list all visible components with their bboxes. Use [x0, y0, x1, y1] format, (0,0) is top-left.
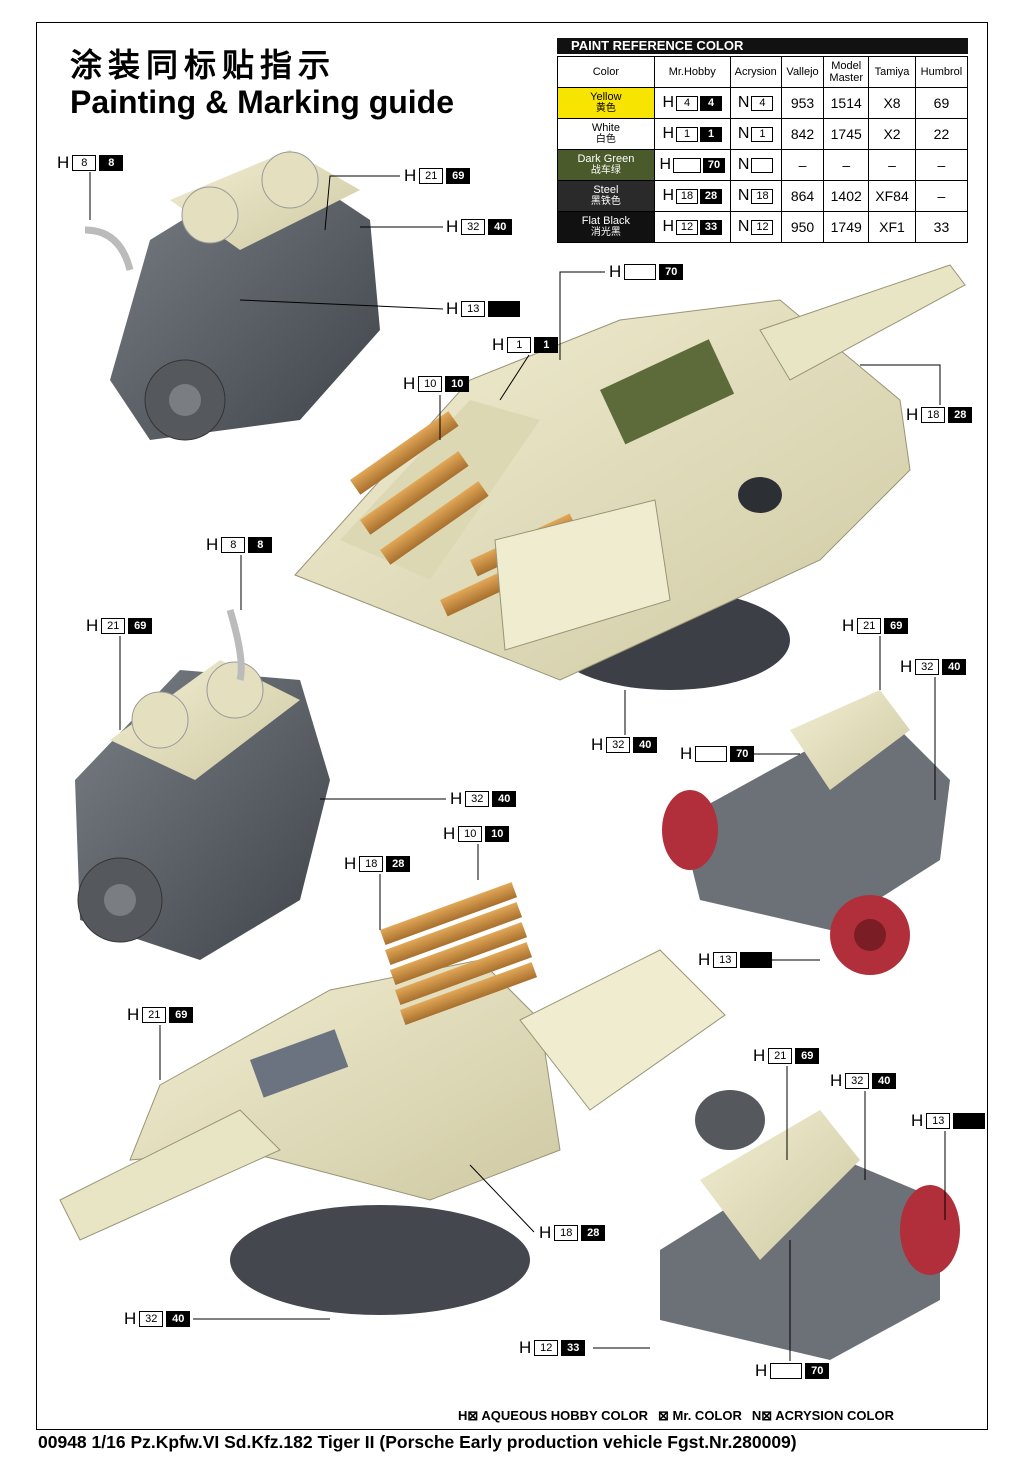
color-legend: H⊠ AQUEOUS HOBBY COLOR ⊠ Mr. COLOR N⊠ AC…: [458, 1408, 894, 1424]
engine-top-left: [84, 150, 380, 441]
paint-table-heading: PAINT REFERENCE COLOR: [557, 38, 968, 54]
legend-mr-color: ⊠ Mr. COLOR: [658, 1408, 742, 1423]
color-name-cn: 黄色: [595, 103, 616, 114]
mrhobby-mrcolor-code: 28: [700, 188, 723, 204]
model-master-cell: –: [823, 149, 870, 181]
mrhobby-aqueous-code: 4: [676, 95, 699, 111]
footer-product-title: 00948 1/16 Pz.Kpfw.VI Sd.Kfz.182 Tiger I…: [38, 1432, 797, 1452]
mrhobby-mrcolor-code: 4: [700, 95, 723, 111]
acrysion-code: 18: [751, 188, 774, 204]
mrhobby-mrcolor-code: 1: [700, 126, 723, 142]
mrhobby-aqueous-code: 18: [676, 188, 699, 204]
color-name: Dark Green: [577, 153, 635, 165]
mrhobby-mrcolor-code: 70: [703, 157, 726, 173]
page-title-cn: 涂装同标贴指示: [70, 46, 337, 84]
col-humbrol: Humbrol: [914, 56, 969, 88]
color-name-cn: 消光黑: [590, 227, 621, 238]
mrhobby-mrcolor-code: 33: [700, 219, 723, 235]
model-master-cell: 1749: [823, 211, 870, 243]
color-name-cn: 白色: [595, 134, 616, 145]
color-name: Yellow: [590, 91, 622, 103]
drive-unit-right-middle: [662, 690, 950, 975]
acrysion-code: 12: [751, 219, 774, 235]
col-tamiya: Tamiya: [868, 56, 916, 88]
color-name: Flat Black: [581, 215, 631, 227]
mrhobby-aqueous-code: 12: [676, 219, 699, 235]
model-master-cell: 1514: [823, 87, 870, 119]
acrysion-code: 1: [751, 126, 774, 142]
humbrol-cell: 69: [914, 87, 969, 119]
acrysion-code: 4: [751, 95, 774, 111]
color-name: White: [591, 122, 620, 134]
color-name: Steel: [593, 184, 619, 196]
page-frame: [36, 22, 988, 1430]
color-name-cn: 黑铁色: [590, 196, 621, 207]
paint-table-header-row: Color Mr.Hobby Acrysion Vallejo Model Ma…: [557, 56, 969, 88]
legend-aqueous: H⊠ AQUEOUS HOBBY COLOR: [458, 1408, 649, 1423]
humbrol-cell: 33: [914, 211, 969, 243]
vallejo-cell: 842: [780, 118, 825, 150]
engine-middle-left: [75, 608, 330, 960]
tamiya-cell: XF1: [868, 211, 916, 243]
page-title-en: Painting & Marking guide: [70, 84, 455, 120]
paint-reference-table: Color Mr.Hobby Acrysion Vallejo Model Ma…: [557, 56, 969, 243]
humbrol-cell: –: [914, 149, 969, 181]
mrhobby-aqueous-code: [673, 157, 702, 173]
col-acrysion: Acrysion: [729, 56, 782, 88]
acrysion-code: [751, 157, 774, 173]
humbrol-cell: –: [914, 180, 969, 212]
col-model-master: Model Master: [823, 56, 870, 88]
col-vallejo: Vallejo: [780, 56, 825, 88]
mrhobby-aqueous-code: 1: [676, 126, 699, 142]
legend-acrysion: N⊠ ACRYSION COLOR: [751, 1408, 894, 1423]
turret-bottom: [59, 882, 726, 1315]
color-name-cn: 战车绿: [590, 165, 621, 176]
